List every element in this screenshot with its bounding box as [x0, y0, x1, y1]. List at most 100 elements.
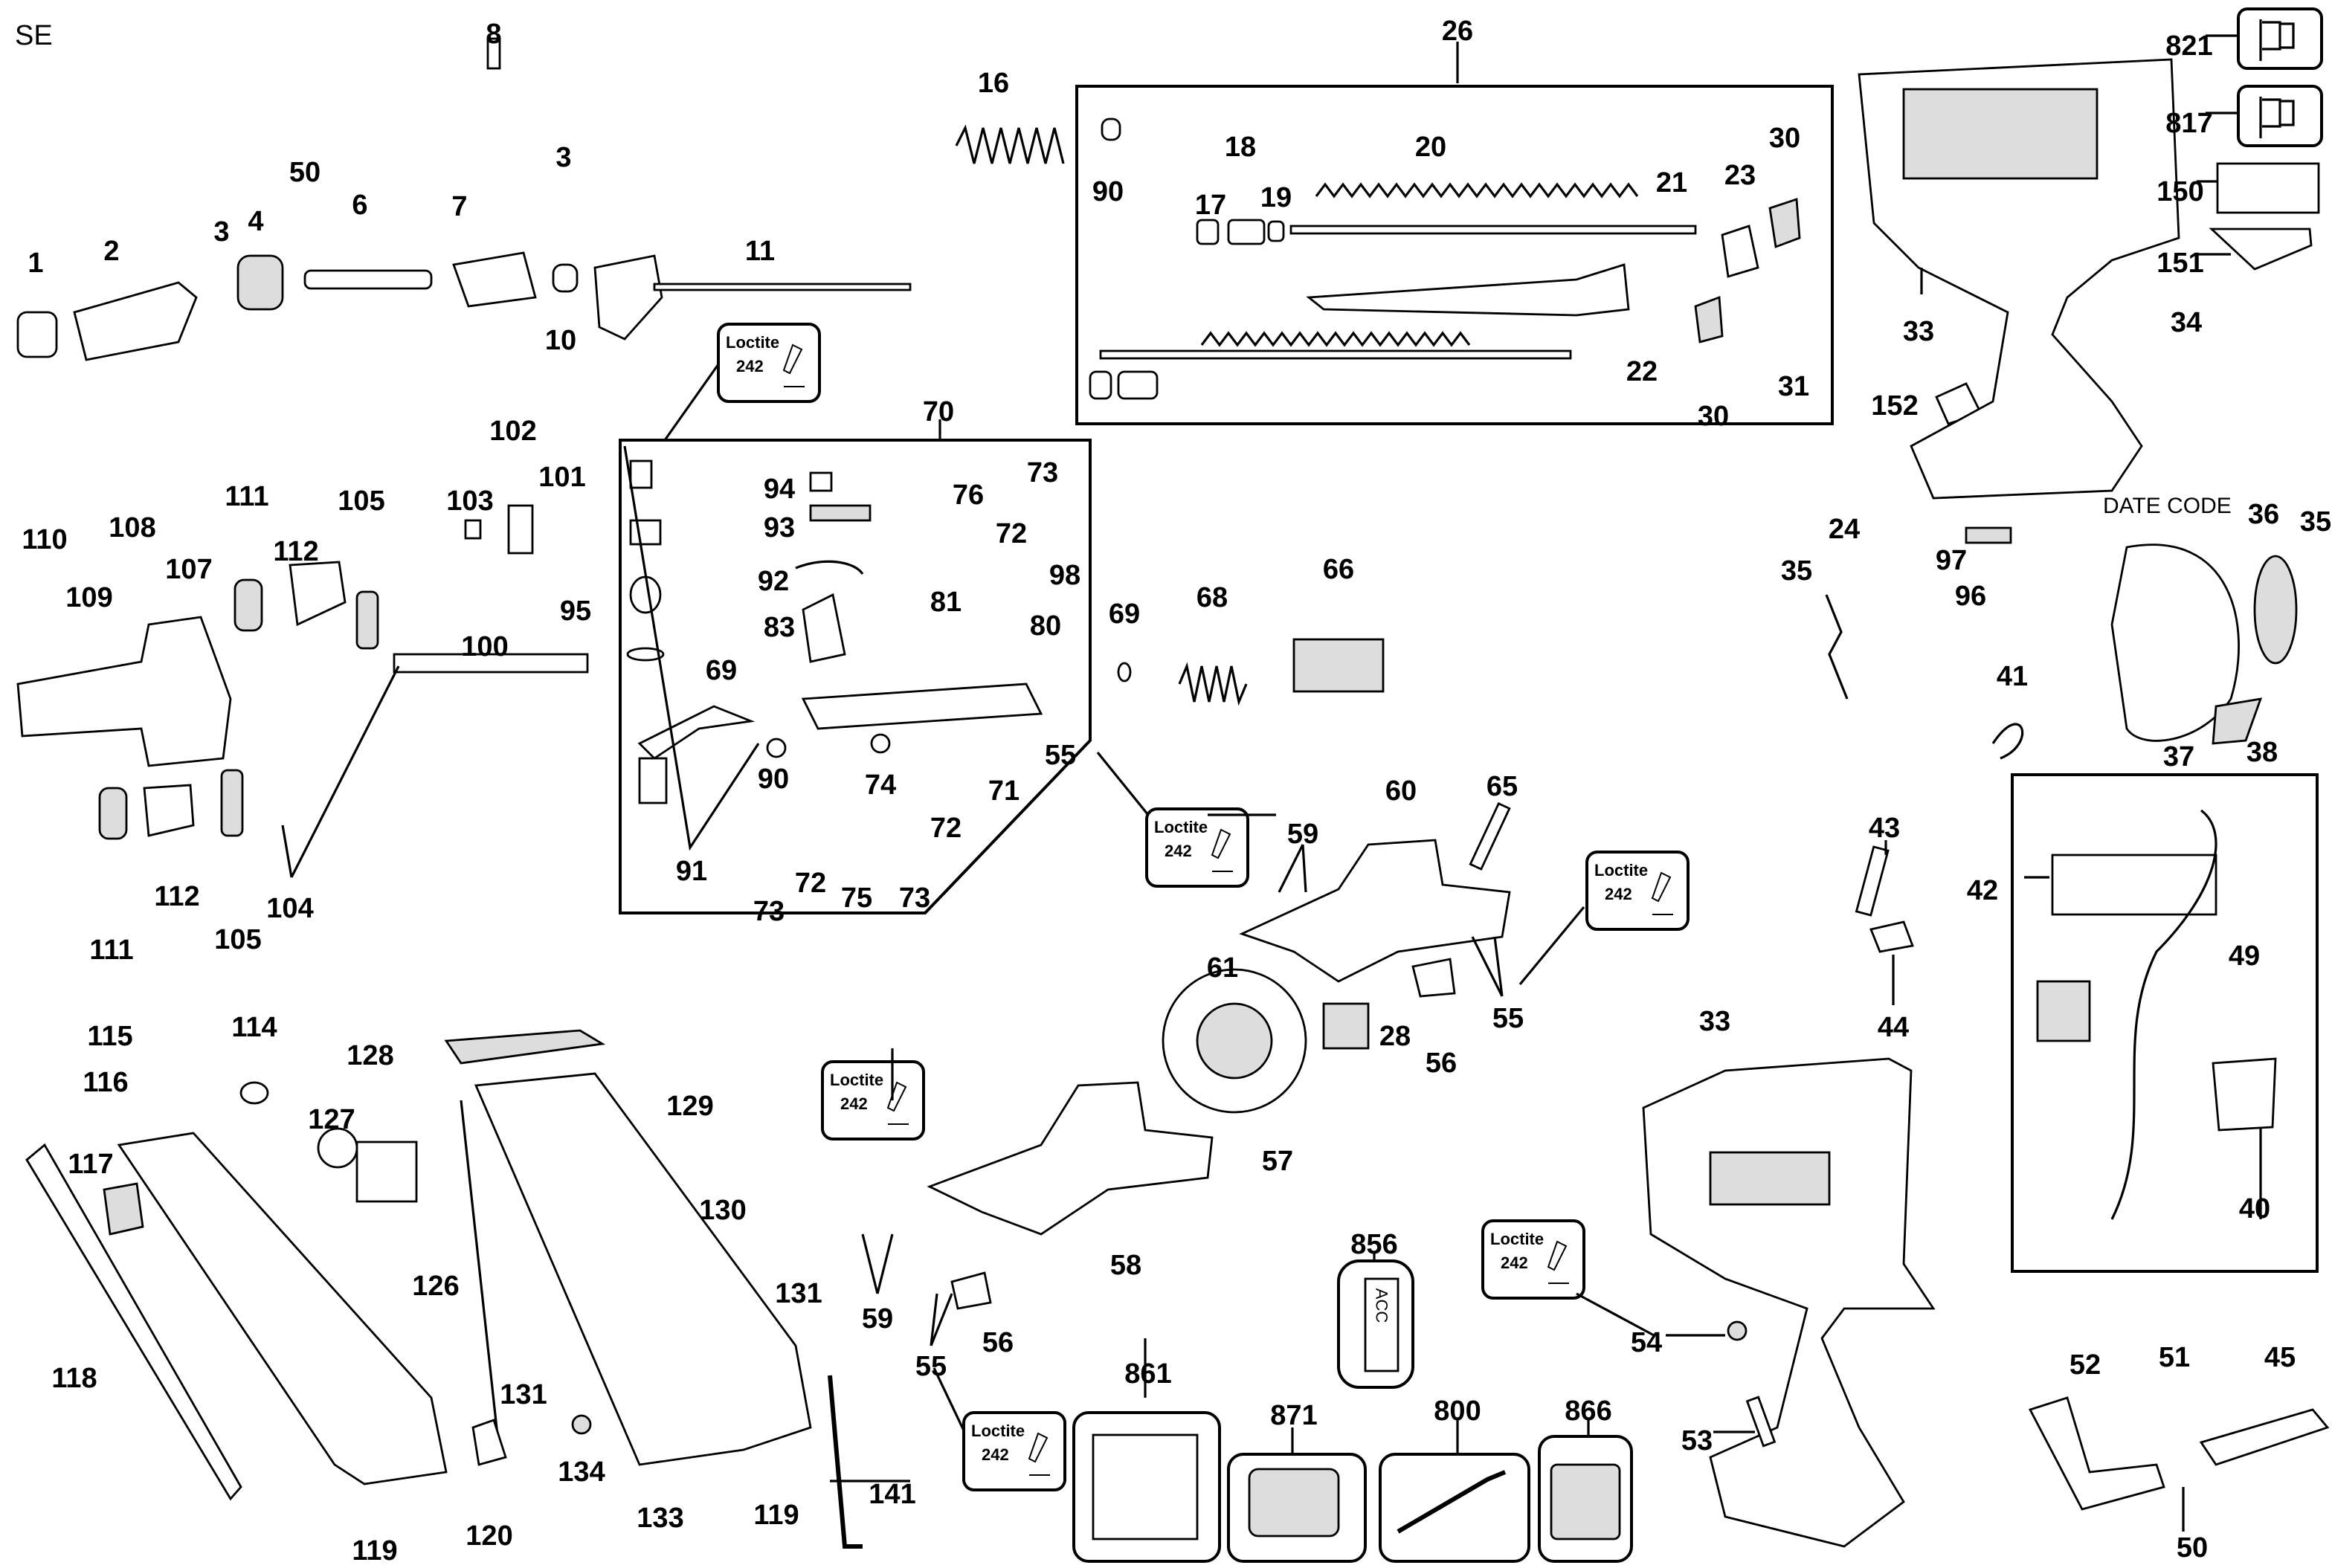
part-21-rod — [1289, 225, 1697, 235]
callout-59: 59 — [1287, 819, 1318, 850]
callout-35: 35 — [2300, 506, 2331, 538]
part-71-plate — [801, 683, 1043, 730]
part-68-spring — [1178, 662, 1248, 706]
callout-93: 93 — [764, 512, 795, 543]
callout-109: 109 — [65, 582, 112, 613]
callout-42: 42 — [1967, 875, 1998, 906]
loctite-label: Loctite — [971, 1422, 1025, 1440]
part-22-pusher — [1306, 263, 1630, 317]
callout-131: 131 — [500, 1379, 547, 1410]
part-20-spring-lower — [1200, 331, 1471, 347]
loctite-callouts: Loctite 242 Loctite 242 Loctite 242 Loct… — [717, 323, 1690, 1491]
flag-icon — [2259, 19, 2295, 61]
part-53 — [1745, 1396, 1777, 1448]
callout-33: 33 — [1903, 316, 1934, 347]
callout-866: 866 — [1565, 1396, 1611, 1427]
part-69-washer — [626, 647, 665, 662]
callout-54: 54 — [1631, 1327, 1662, 1358]
part-102 — [507, 504, 534, 555]
glue-bottle-icon — [782, 343, 805, 387]
callout-1: 1 — [28, 248, 43, 279]
callout-72: 72 — [930, 813, 962, 844]
acc-label-text: ACC — [1373, 1288, 1391, 1323]
loctite-label: Loctite — [1154, 818, 1208, 836]
part-83 — [802, 593, 846, 663]
part-94 — [809, 471, 833, 492]
part-112-b — [143, 784, 195, 837]
callout-51: 51 — [2159, 1342, 2190, 1373]
callout-8: 8 — [486, 19, 501, 50]
callout-31: 31 — [1778, 371, 1809, 402]
part-112 — [289, 561, 347, 627]
callout-57: 57 — [1262, 1146, 1293, 1177]
part-105-b — [220, 769, 244, 837]
part-spring-small — [629, 575, 662, 614]
part-57-connector — [1322, 1002, 1370, 1050]
assembly-70-frame — [619, 439, 1092, 914]
part-6 — [303, 269, 433, 290]
callout-129: 129 — [666, 1091, 713, 1122]
part-114 — [239, 1081, 269, 1105]
callout-26: 26 — [1442, 16, 1473, 47]
callout-821: 821 — [2165, 30, 2212, 62]
part-33-housing-detail — [1902, 88, 2099, 180]
callout-30: 30 — [1769, 123, 1800, 154]
callout-3: 3 — [555, 142, 571, 173]
label-821-box — [2237, 7, 2323, 70]
part-800-tool — [1397, 1470, 1507, 1534]
callout-4: 4 — [248, 206, 263, 237]
callout-81: 81 — [930, 587, 962, 618]
callout-75: 75 — [841, 883, 872, 914]
callout-50: 50 — [2177, 1532, 2208, 1564]
callout-17: 17 — [1195, 190, 1226, 221]
part-120 — [471, 1419, 507, 1466]
callout-131: 131 — [775, 1278, 822, 1309]
loctite-number: 242 — [1501, 1254, 1528, 1272]
glue-bottle-icon — [886, 1081, 909, 1125]
callout-61: 61 — [1207, 952, 1238, 984]
callout-96: 96 — [1955, 581, 1986, 612]
part-105 — [355, 590, 379, 650]
callout-6: 6 — [352, 190, 367, 221]
callout-127: 127 — [308, 1104, 355, 1135]
loctite-242-box: Loctite 242 — [717, 323, 821, 403]
part-58-plate — [927, 1081, 1214, 1236]
callout-111: 111 — [89, 935, 133, 966]
callout-115: 115 — [87, 1021, 132, 1052]
part-21-rod-lower — [1099, 349, 1572, 360]
part-42-trigger — [2036, 980, 2091, 1042]
callout-119: 119 — [352, 1535, 397, 1567]
callout-50: 50 — [289, 157, 321, 188]
callout-49: 49 — [2229, 941, 2260, 972]
part-60-plate — [1239, 839, 1511, 983]
callout-141: 141 — [869, 1479, 915, 1510]
part-97 — [1965, 526, 2012, 544]
callout-68: 68 — [1196, 582, 1228, 613]
callout-53: 53 — [1681, 1425, 1713, 1456]
part-128 — [444, 1029, 606, 1065]
part-69-washer-b — [1117, 662, 1132, 683]
part-nut — [629, 519, 662, 546]
part-56 — [1411, 958, 1456, 998]
part-65 — [1469, 801, 1511, 871]
callout-56: 56 — [982, 1327, 1014, 1358]
callout-24: 24 — [1829, 514, 1860, 545]
loctite-242-box: Loctite 242 — [821, 1060, 925, 1140]
callout-66: 66 — [1323, 554, 1354, 585]
flag-icon — [2259, 97, 2295, 138]
callout-856: 856 — [1350, 1229, 1397, 1260]
callout-152: 152 — [1871, 390, 1918, 422]
part-871-box — [1227, 1453, 1367, 1563]
part-19 — [1267, 220, 1285, 242]
callout-126: 126 — [412, 1271, 459, 1302]
callout-59: 59 — [862, 1303, 893, 1335]
glue-bottle-icon — [1547, 1240, 1569, 1284]
part-20-spring — [1315, 182, 1639, 199]
callout-74: 74 — [865, 770, 896, 801]
part-30 — [1768, 198, 1801, 248]
callout-861: 861 — [1124, 1358, 1171, 1390]
loctite-label: Loctite — [1490, 1230, 1544, 1248]
callout-128: 128 — [347, 1040, 393, 1071]
part-111-b — [98, 787, 128, 840]
